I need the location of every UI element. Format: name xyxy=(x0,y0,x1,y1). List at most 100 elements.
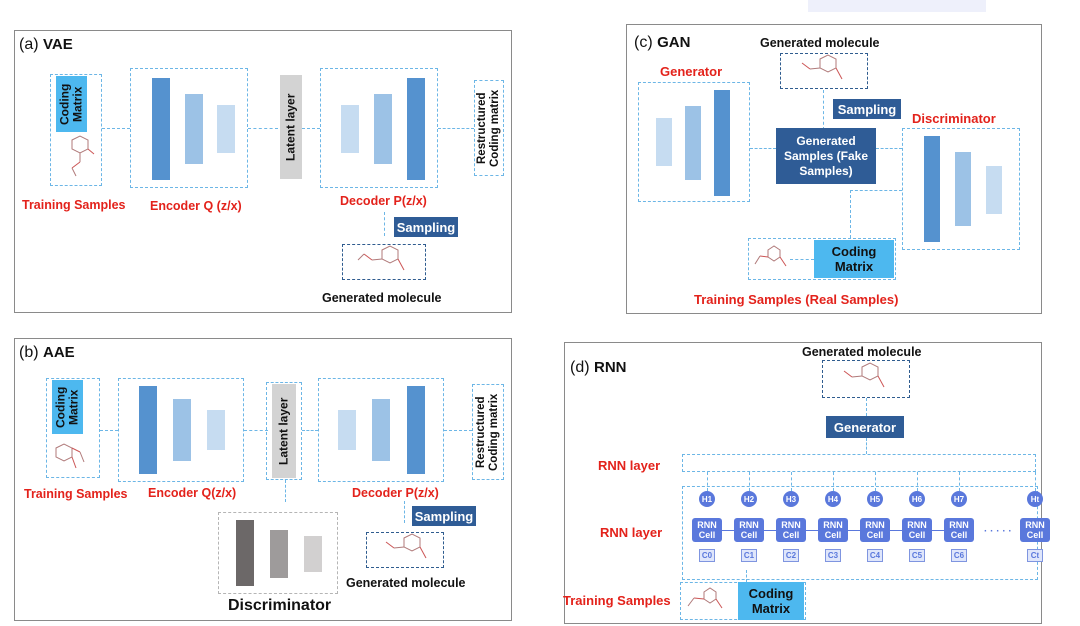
gan-real-molecule xyxy=(754,245,787,267)
rnn-c-node: C6 xyxy=(951,549,967,562)
panel-rnn-name: RNN xyxy=(594,359,627,376)
vae-sampling: Sampling xyxy=(394,217,458,237)
rnn-h-connector xyxy=(1035,472,1036,491)
rnn-c-node: C2 xyxy=(783,549,799,562)
aae-encoder-box xyxy=(118,378,244,482)
rnn-cell-link xyxy=(890,530,902,531)
rnn-generated-molecule xyxy=(843,362,885,388)
aae-latent-to-disc xyxy=(285,480,286,502)
vae-coding-matrix xyxy=(56,76,87,132)
panel-vae-letter: (a) xyxy=(19,36,39,53)
rnn-h-node: H7 xyxy=(951,491,967,507)
rnn-cell: RNN Cell xyxy=(692,518,722,542)
gan-generator-bar-1 xyxy=(656,118,672,166)
aae-arrow-3 xyxy=(302,430,318,431)
aae-generated-molecule xyxy=(385,533,427,559)
rnn-coding-matrix-label: Coding Matrix xyxy=(748,586,794,616)
aae-arrow-1 xyxy=(100,430,118,431)
vae-decoder-bar-3 xyxy=(407,78,425,180)
top-strip xyxy=(808,0,986,12)
aae-encoder-bar-2 xyxy=(173,399,191,461)
rnn-h-connector xyxy=(791,472,792,491)
vae-encoder-bar-1 xyxy=(152,78,170,180)
vae-input-box xyxy=(50,74,102,186)
rnn-h-connector xyxy=(749,472,750,491)
panel-rnn-title: (d) RNN xyxy=(570,359,627,377)
rnn-gen-arrow xyxy=(866,398,867,416)
vae-restructured-box xyxy=(474,80,504,176)
aae-restructured-box xyxy=(472,384,504,480)
vae-arrow-3 xyxy=(302,128,320,129)
rnn-layer-mid-label: RNN layer xyxy=(600,525,663,540)
aae-input-molecule xyxy=(55,443,85,469)
gan-disc-bar-2 xyxy=(955,152,971,226)
rnn-cell-link xyxy=(806,530,818,531)
vae-restructured-label: Restructured Coding matrix xyxy=(476,89,501,167)
aae-training-samples: Training Samples xyxy=(24,487,128,501)
vae-training-samples: Training Samples xyxy=(22,198,126,212)
panel-vae-title: (a) VAE xyxy=(19,36,73,54)
panel-aae xyxy=(14,338,512,621)
vae-latent-layer xyxy=(280,75,302,179)
rnn-input-molecule xyxy=(687,587,723,609)
rnn-h-node: H4 xyxy=(825,491,841,507)
aae-sampling-arrow xyxy=(404,501,405,523)
rnn-cell-link xyxy=(848,530,860,531)
panel-rnn xyxy=(564,342,1042,624)
gan-disc-bar-3 xyxy=(986,166,1002,214)
panel-gan-name: GAN xyxy=(657,34,691,51)
gan-generated-molecule xyxy=(801,54,843,80)
aae-arrow-2 xyxy=(244,430,268,431)
gan-generated-samples: Generated Samples (Fake Samples) xyxy=(776,128,876,184)
aae-disc-bar-1 xyxy=(236,520,254,586)
rnn-cell-link xyxy=(932,530,944,531)
panel-aae-name: AAE xyxy=(43,344,75,361)
vae-encoder-box xyxy=(130,68,248,188)
gan-generator-bar-2 xyxy=(685,106,701,180)
gan-coding-matrix-label: Coding Matrix xyxy=(831,244,877,274)
gan-arrow-2 xyxy=(876,148,902,149)
gan-real-right xyxy=(850,190,902,191)
rnn-c-node: C1 xyxy=(741,549,757,562)
panel-aae-title: (b) AAE xyxy=(19,344,75,362)
vae-encoder-label: Encoder Q (z/x) xyxy=(150,199,242,213)
aae-latent-label: Latent layer xyxy=(276,397,291,465)
gan-generator-box xyxy=(638,82,750,202)
aae-coding-matrix xyxy=(52,380,83,434)
vae-latent-label: Latent layer xyxy=(283,93,298,161)
aae-disc-bar-2 xyxy=(270,530,288,578)
aae-decoder-label: Decoder P(z/x) xyxy=(352,486,439,500)
aae-input-box xyxy=(46,378,100,478)
rnn-h-connector xyxy=(959,472,960,491)
gan-real-box xyxy=(748,238,896,280)
rnn-generator: Generator xyxy=(826,416,904,438)
gan-generator-bar-3 xyxy=(714,90,730,196)
rnn-c-node: Ct xyxy=(1027,549,1043,562)
aae-disc-bar-3 xyxy=(304,536,322,572)
rnn-h-node: H2 xyxy=(741,491,757,507)
rnn-h-connector xyxy=(833,472,834,491)
vae-encoder-bar-2 xyxy=(185,94,203,164)
vae-input-molecule xyxy=(71,135,95,177)
aae-sampling: Sampling xyxy=(412,506,476,526)
aae-coding-matrix-label: Coding Matrix xyxy=(53,386,81,428)
gan-real-arrow xyxy=(790,259,814,260)
rnn-generated-label: Generated molecule xyxy=(802,345,922,359)
vae-decoder-box xyxy=(320,68,438,188)
rnn-cell: RNN Cell xyxy=(944,518,974,542)
rnn-cell: RNN Cell xyxy=(818,518,848,542)
panel-vae-name: VAE xyxy=(43,36,73,53)
vae-generated-label: Generated molecule xyxy=(322,291,442,305)
vae-generated-molecule xyxy=(357,245,405,271)
gan-sampling-arrow xyxy=(823,90,824,130)
panel-gan-title: (c) GAN xyxy=(634,34,690,52)
gan-generated-label: Generated molecule xyxy=(760,36,880,50)
rnn-h-connector xyxy=(707,472,708,491)
panel-gan-letter: (c) xyxy=(634,34,653,51)
rnn-cell: RNN Cell xyxy=(902,518,932,542)
rnn-h-connector xyxy=(875,472,876,491)
rnn-c-node: C4 xyxy=(867,549,883,562)
rnn-training-samples: Training Samples xyxy=(563,593,671,608)
rnn-h-node: H3 xyxy=(783,491,799,507)
aae-latent-layer xyxy=(272,384,296,478)
